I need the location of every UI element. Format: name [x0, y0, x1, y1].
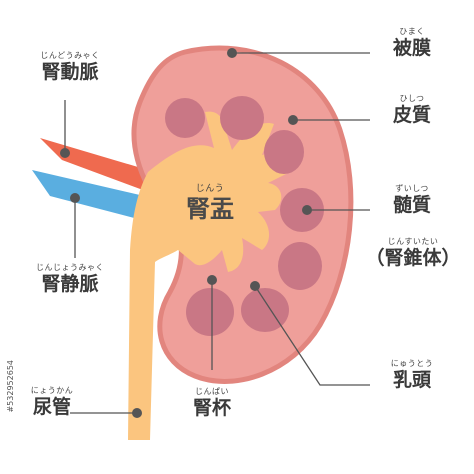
dot-renal-artery [60, 148, 70, 158]
pyramid-1 [165, 98, 205, 138]
text-renal-pelvis: 腎盂 [186, 195, 234, 223]
pyramid-2 [220, 96, 264, 140]
dot-capsule [227, 48, 237, 58]
label-renal-vein: じんじょうみゃく 腎静脈 [20, 264, 120, 294]
pyramid-7 [186, 288, 234, 336]
text-cortex: 皮質 [392, 104, 431, 126]
ruby-medulla: ずいしつ [395, 184, 429, 193]
label-renal-pelvis: じんう 腎盂 [175, 184, 245, 223]
dot-medulla [302, 205, 312, 215]
ruby-renal-pelvis: じんう [195, 184, 225, 194]
ruby-capsule: ひまく [399, 27, 425, 36]
text-medulla: 髄質 [392, 194, 431, 216]
ruby-pyramid: じんすいたい [387, 237, 439, 246]
renal-pelvis [128, 111, 291, 440]
pyramid-6 [241, 288, 289, 332]
stock-id: #532952654 [6, 360, 15, 413]
text-papilla: 乳頭 [392, 369, 431, 391]
label-pyramid: じんすいたい （腎錐体） [358, 238, 468, 268]
ruby-papilla: にゅうとう [390, 359, 434, 368]
label-papilla: にゅうとう 乳頭 [372, 360, 452, 390]
dot-cortex [288, 115, 298, 125]
text-ureter: 尿管 [32, 396, 71, 418]
pyramid-5 [278, 242, 322, 290]
label-ureter: にょうかん 尿管 [22, 387, 82, 417]
leader-papilla [254, 285, 370, 386]
dot-renal-calyx [207, 275, 217, 285]
text-pyramid: （腎錐体） [365, 247, 461, 269]
text-capsule: 被膜 [392, 37, 431, 59]
pyramid-3 [264, 130, 304, 174]
text-renal-vein: 腎静脈 [41, 273, 99, 295]
ruby-renal-artery: じんどうみゃく [40, 51, 100, 60]
renal-artery [40, 138, 175, 200]
text-renal-artery: 腎動脈 [41, 61, 99, 83]
ruby-renal-vein: じんじょうみゃく [36, 263, 104, 272]
dot-papilla [250, 281, 260, 291]
ruby-cortex: ひしつ [399, 94, 425, 103]
label-medulla: ずいしつ 髄質 [372, 185, 452, 215]
label-capsule: ひまく 被膜 [372, 28, 452, 58]
ruby-renal-calyx: じんぱい [195, 387, 229, 396]
label-renal-artery: じんどうみゃく 腎動脈 [20, 52, 120, 82]
dot-ureter [132, 408, 142, 418]
text-renal-calyx: 腎杯 [192, 397, 231, 419]
label-cortex: ひしつ 皮質 [372, 95, 452, 125]
label-renal-calyx: じんぱい 腎杯 [182, 388, 242, 418]
dot-renal-vein [70, 193, 80, 203]
ruby-ureter: にょうかん [30, 386, 74, 395]
